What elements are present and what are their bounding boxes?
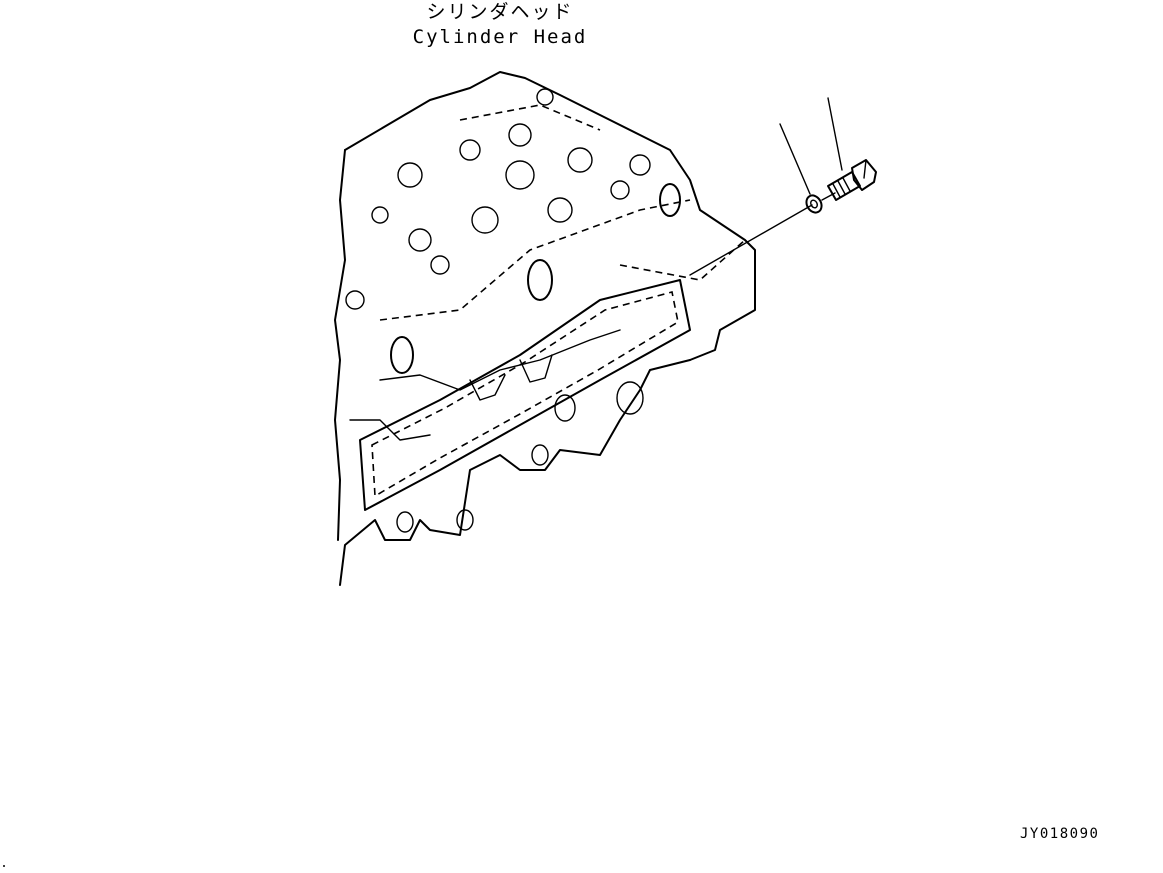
cylinder-head-illustration	[334, 71, 756, 586]
part-name-english: Cylinder Head	[412, 26, 588, 48]
assembly-centerline	[689, 204, 813, 276]
part-name-japanese: シリンダヘッド	[426, 1, 574, 23]
leader-line-bolt	[827, 97, 843, 171]
washer-icon	[805, 194, 823, 214]
bolt-icon	[827, 159, 877, 201]
leader-line-washer	[779, 123, 811, 195]
corner-mark	[3, 865, 5, 867]
drawing-number: JY018090	[1020, 826, 1100, 842]
